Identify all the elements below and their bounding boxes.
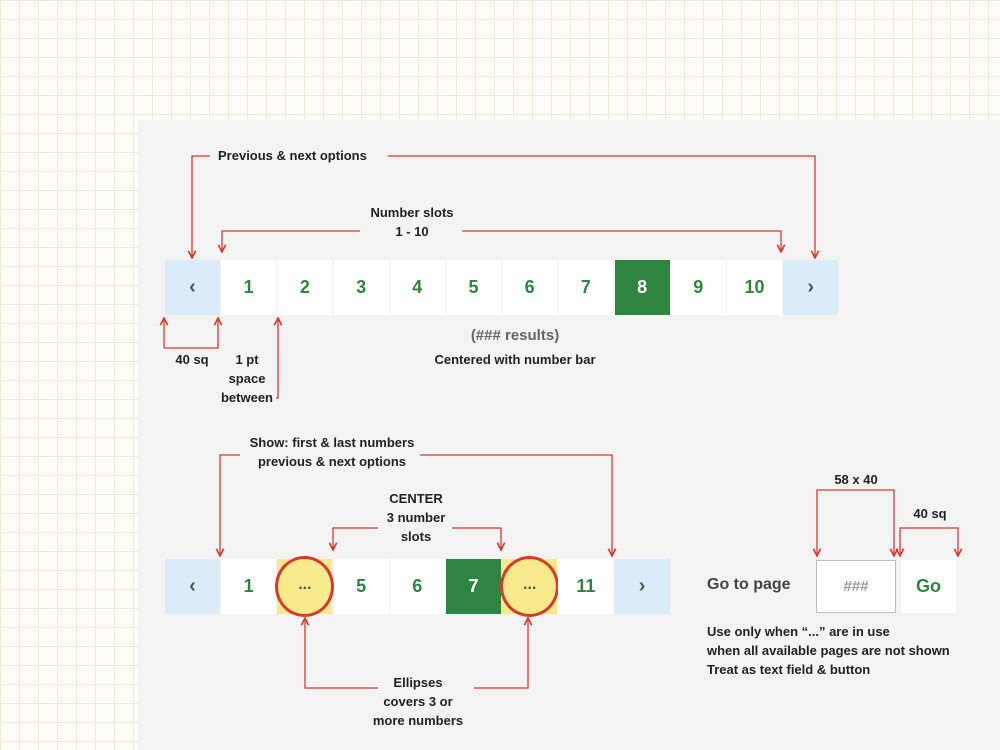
page-number-10[interactable]: 10	[727, 260, 782, 315]
prev-page-button[interactable]: ‹	[165, 260, 220, 315]
label-40sq-go: 40 sq	[913, 506, 947, 521]
page-number-8[interactable]: 8	[614, 260, 670, 315]
label-ellipses: Ellipses covers 3 or more numbers	[372, 675, 464, 728]
label-results: (### results)	[470, 327, 560, 344]
page-number-4[interactable]: 4	[389, 260, 445, 315]
label-prev-next: Previous & next options	[218, 148, 367, 163]
label-58x40: 58 x 40	[834, 472, 878, 487]
goto-label: Go to page	[707, 576, 791, 593]
goto-page-input[interactable]	[816, 560, 896, 613]
page-number-2[interactable]: 2	[277, 260, 333, 315]
page-number-7[interactable]: 7	[446, 559, 501, 614]
page-number-7[interactable]: 7	[558, 260, 614, 315]
note-line-3: Treat as text field & button	[707, 662, 871, 677]
page-number-5[interactable]: 5	[333, 559, 389, 614]
prev-page-button[interactable]: ‹	[165, 559, 220, 614]
page-number-6[interactable]: 6	[389, 559, 445, 614]
next-page-button[interactable]: ›	[614, 559, 670, 614]
note-line-2: when all available pages are not shown	[707, 643, 950, 658]
page-number-5[interactable]: 5	[446, 260, 501, 315]
page-number-3[interactable]: 3	[333, 260, 389, 315]
page-number-first[interactable]: 1	[221, 559, 277, 614]
label-center: CENTER 3 number slots	[386, 491, 446, 544]
ellipsis-highlight-circle	[500, 556, 560, 617]
label-40sq: 40 sq	[175, 352, 209, 367]
page-number-9[interactable]: 9	[670, 260, 726, 315]
ellipsis-highlight-circle	[275, 556, 335, 617]
next-page-button[interactable]: ›	[783, 260, 839, 315]
label-number-slots: Number slots 1 - 10	[370, 205, 454, 239]
page-number-1[interactable]: 1	[221, 260, 277, 315]
note-line-1: Use only when “...” are in use	[707, 624, 890, 639]
label-show: Show: first & last numbers previous & ne…	[249, 435, 415, 469]
page-number-6[interactable]: 6	[502, 260, 558, 315]
go-button[interactable]: Go	[901, 560, 956, 613]
page-number-last[interactable]: 11	[558, 559, 614, 614]
label-1pt-space: 1 pt space between	[220, 352, 273, 405]
label-centered: Centered with number bar	[434, 352, 596, 367]
